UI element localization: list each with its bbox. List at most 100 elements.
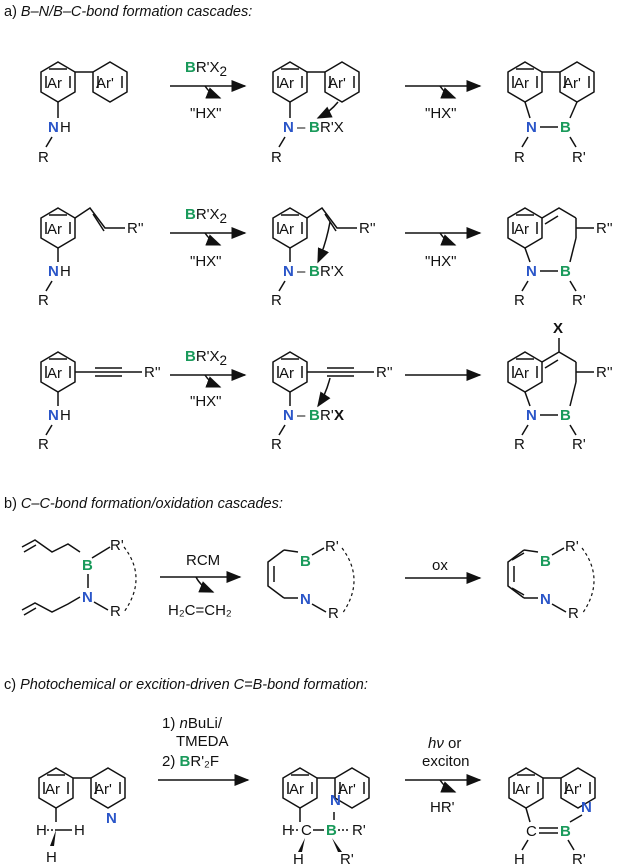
svg-text:Ar: Ar <box>279 365 294 382</box>
svg-text:R: R <box>38 292 49 309</box>
svg-text:R'': R'' <box>596 220 613 237</box>
svg-text:Ar': Ar' <box>94 781 112 798</box>
row-c-arrow-2: hν or exciton HR' <box>405 735 482 816</box>
svg-text:"HX": "HX" <box>425 105 457 122</box>
row-a1-intermediate: Ar Ar' N – B R'X R <box>271 61 360 166</box>
hx-label: "HX" <box>190 105 222 122</box>
svg-text:–: – <box>297 119 306 136</box>
svg-text:TMEDA: TMEDA <box>176 733 229 750</box>
svg-text:R'': R'' <box>596 364 613 381</box>
svg-text:Ar: Ar <box>515 781 530 798</box>
section-b-title: b) C–C-bond formation/oxidation cascades… <box>4 496 283 512</box>
svg-text:R'': R'' <box>359 220 376 237</box>
row-a2-intermediate: Ar R'' N – B R'X R <box>271 206 376 309</box>
svg-text:R': R' <box>565 538 579 555</box>
svg-text:R: R <box>568 605 579 622</box>
svg-text:R: R <box>271 149 282 166</box>
svg-text:Ar': Ar' <box>564 781 582 798</box>
svg-text:–: – <box>297 407 306 424</box>
ethylene-label: H₂C=CH₂ <box>168 602 232 619</box>
svg-text:Ar: Ar <box>514 365 529 382</box>
row-b-arrow-2: ox <box>405 557 482 584</box>
svg-text:R: R <box>271 436 282 453</box>
svg-text:H: H <box>60 263 71 280</box>
svg-text:R': R' <box>110 537 124 554</box>
svg-text:"HX": "HX" <box>190 393 222 410</box>
svg-text:R: R <box>514 292 525 309</box>
r-label: R <box>38 149 49 166</box>
svg-text:H: H <box>74 822 85 839</box>
svg-text:R': R' <box>340 851 354 868</box>
ar-label: Ar <box>47 75 62 92</box>
svg-text:H: H <box>293 851 304 868</box>
row-a2-arrow-1: BR'X2 "HX" <box>170 206 247 270</box>
svg-text:C: C <box>526 823 537 840</box>
svg-text:B: B <box>300 553 311 570</box>
row-b-intermediate: B N R' R <box>267 538 355 622</box>
svg-text:H: H <box>36 822 47 839</box>
svg-text:Ar: Ar <box>47 365 62 382</box>
svg-text:–: – <box>297 263 306 280</box>
row-a1-reactant: Ar Ar' N H R <box>38 61 128 166</box>
svg-text:C: C <box>301 822 312 839</box>
svg-text:B: B <box>82 557 93 574</box>
svg-text:X: X <box>553 320 563 337</box>
svg-text:N: N <box>540 591 551 608</box>
row-c-reactant: Ar Ar' N H H H <box>36 767 126 866</box>
arp-label: Ar' <box>96 75 114 92</box>
svg-text:N: N <box>82 589 93 606</box>
svg-text:R': R' <box>325 538 339 555</box>
svg-text:Ar: Ar <box>279 75 294 92</box>
row-c-product: Ar Ar' N C B H R' <box>508 767 596 868</box>
svg-text:B: B <box>309 263 320 280</box>
rcm-label: RCM <box>186 552 220 569</box>
svg-text:N: N <box>526 407 537 424</box>
svg-text:2) BR'₂F: 2) BR'₂F <box>162 753 219 770</box>
row-a2-reactant: Ar R'' N H R <box>38 206 144 309</box>
svg-text:R'X: R'X <box>320 119 344 136</box>
svg-text:B: B <box>560 407 571 424</box>
svg-text:BR'X2: BR'X2 <box>185 348 227 368</box>
svg-text:R'': R'' <box>127 220 144 237</box>
svg-text:R'': R'' <box>376 364 393 381</box>
svg-text:Ar: Ar <box>514 221 529 238</box>
svg-text:Ar: Ar <box>289 781 304 798</box>
svg-text:Ar': Ar' <box>338 781 356 798</box>
svg-text:N: N <box>283 119 294 136</box>
svg-text:"HX": "HX" <box>425 253 457 270</box>
row-a1-arrow-2: "HX" <box>405 80 482 122</box>
svg-text:Ar: Ar <box>47 221 62 238</box>
svg-text:B: B <box>309 119 320 136</box>
row-a3-arrow-1: BR'X2 "HX" <box>170 348 247 410</box>
svg-text:BR'X2: BR'X2 <box>185 206 227 226</box>
svg-text:R: R <box>110 603 121 620</box>
row-a3-intermediate: Ar R'' N – B R' X R <box>271 351 393 453</box>
svg-text:N: N <box>300 591 311 608</box>
svg-text:N: N <box>106 810 117 827</box>
svg-text:R': R' <box>572 851 586 868</box>
row-a1-arrow-1: BR'X2 "HX" <box>170 59 247 122</box>
svg-text:R'': R'' <box>144 364 161 381</box>
svg-text:"HX": "HX" <box>190 253 222 270</box>
svg-text:R: R <box>38 436 49 453</box>
svg-text:1) nBuLi/: 1) nBuLi/ <box>162 715 223 732</box>
row-a2-arrow-2: "HX" <box>405 227 482 270</box>
svg-text:R': R' <box>572 436 586 453</box>
svg-text:B: B <box>309 407 320 424</box>
svg-text:X: X <box>334 407 344 424</box>
svg-text:Ar: Ar <box>279 221 294 238</box>
ox-label: ox <box>432 557 448 574</box>
row-a1-product: Ar Ar' N B R R' <box>507 61 595 166</box>
svg-text:R: R <box>514 149 525 166</box>
svg-text:R: R <box>328 605 339 622</box>
svg-text:N: N <box>526 119 537 136</box>
row-c-intermediate: Ar Ar' N H C B R' H R' <box>282 767 370 868</box>
svg-text:R'X: R'X <box>320 263 344 280</box>
row-a2-product: Ar R'' N B R R' <box>507 207 613 309</box>
svg-text:B: B <box>540 553 551 570</box>
svg-text:Ar': Ar' <box>328 75 346 92</box>
svg-text:H: H <box>282 822 293 839</box>
row-c-arrow-1: 1) nBuLi/ TMEDA 2) BR'₂F <box>158 715 250 786</box>
section-c-text: Photochemical or excition-driven C=B-bon… <box>20 677 368 693</box>
